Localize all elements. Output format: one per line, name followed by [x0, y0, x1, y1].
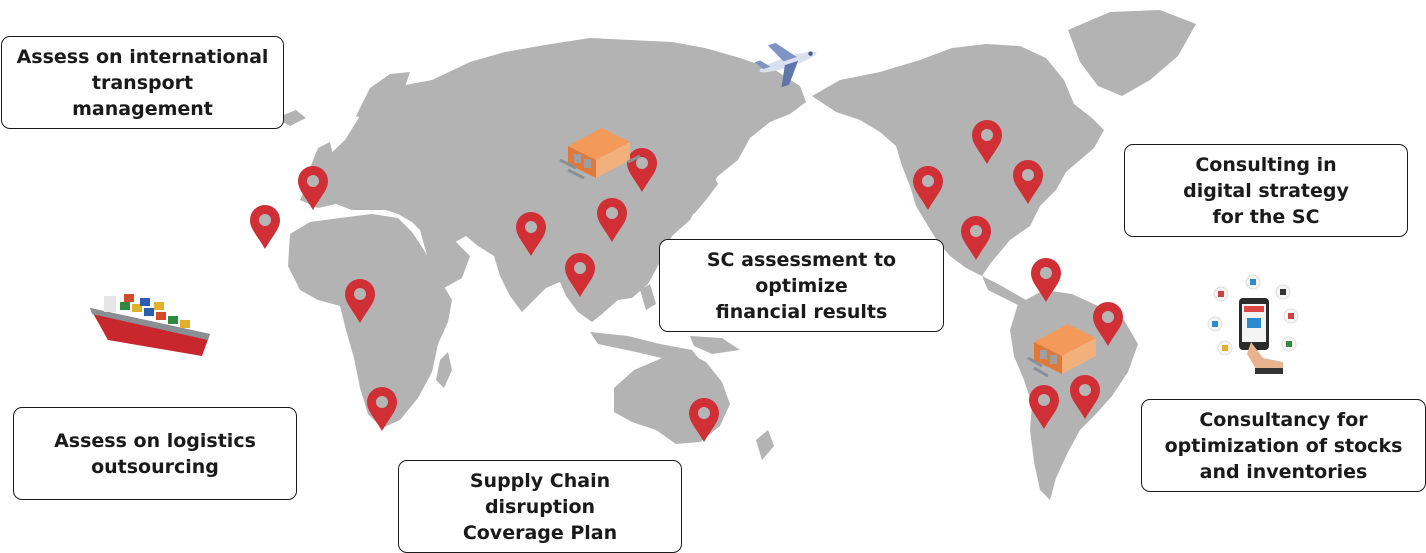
arabia	[420, 230, 470, 288]
location-pin-icon	[1070, 375, 1100, 419]
location-pin-icon	[1029, 385, 1059, 429]
location-pin-icon	[565, 253, 595, 297]
greenland	[1068, 10, 1196, 96]
location-pin-icon	[961, 216, 991, 260]
location-pin-icon	[250, 205, 280, 249]
callout-financial-results: SC assessment to optimize financial resu…	[659, 239, 944, 332]
callout-line: optimization of stocks	[1164, 434, 1403, 457]
japan	[688, 172, 718, 214]
callout-transport-management: Assess on international transport manage…	[1, 36, 284, 129]
callout-line: and inventories	[1199, 460, 1368, 483]
warehouse-icon	[1027, 324, 1096, 378]
location-pin-icon	[298, 166, 328, 210]
location-pin-icon	[597, 198, 627, 242]
new-guinea	[690, 336, 740, 354]
location-pins	[250, 120, 1123, 442]
callout-line: Consultancy for	[1199, 408, 1368, 431]
callout-line: disruption	[484, 495, 596, 518]
callout-line: Coverage Plan	[462, 521, 618, 544]
location-pin-icon	[1093, 302, 1123, 346]
australia	[614, 352, 730, 444]
north-america	[812, 44, 1104, 276]
location-pin-icon	[516, 212, 546, 256]
callout-logistics-outsourcing: Assess on logistics outsourcing	[13, 407, 297, 500]
callout-line: for the SC	[1212, 205, 1320, 228]
callout-line: financial results	[715, 300, 888, 323]
location-pin-icon	[689, 398, 719, 442]
uk	[310, 142, 334, 174]
africa	[288, 214, 452, 428]
callout-line: outsourcing	[91, 455, 219, 478]
location-pin-icon	[345, 279, 375, 323]
location-pin-icon	[913, 166, 943, 210]
eurasia-landmass	[300, 38, 806, 322]
callout-stock-optimization: Consultancy for optimization of stocks a…	[1141, 399, 1426, 492]
location-pin-icon	[1031, 258, 1061, 302]
central-america	[982, 276, 1026, 306]
scandinavia	[356, 72, 410, 122]
callout-disruption-plan: Supply Chain disruption Coverage Plan	[398, 460, 682, 553]
callout-line: digital strategy	[1183, 179, 1349, 202]
indonesia	[590, 332, 700, 360]
philippines	[640, 284, 656, 310]
callout-digital-strategy: Consulting in digital strategy for the S…	[1124, 144, 1408, 237]
location-pin-icon	[972, 120, 1002, 164]
location-pin-icon	[367, 387, 397, 431]
callout-line: SC assessment to	[706, 248, 897, 271]
callout-line: management	[72, 97, 213, 120]
callout-line: transport	[91, 71, 194, 94]
madagascar	[436, 352, 452, 388]
callout-line: Assess on international	[16, 45, 269, 68]
callout-line: optimize	[755, 274, 848, 297]
callout-line: Consulting in	[1195, 153, 1337, 176]
callout-line: Supply Chain	[469, 469, 611, 492]
warehouse-icon	[559, 128, 641, 180]
new-zealand	[756, 430, 774, 460]
location-pin-icon	[1013, 160, 1043, 204]
airplane-icon	[754, 42, 817, 88]
callout-line: Assess on logistics	[54, 429, 256, 452]
cargo-ship-icon	[90, 294, 210, 356]
smartphone-store-icon	[1207, 274, 1299, 374]
